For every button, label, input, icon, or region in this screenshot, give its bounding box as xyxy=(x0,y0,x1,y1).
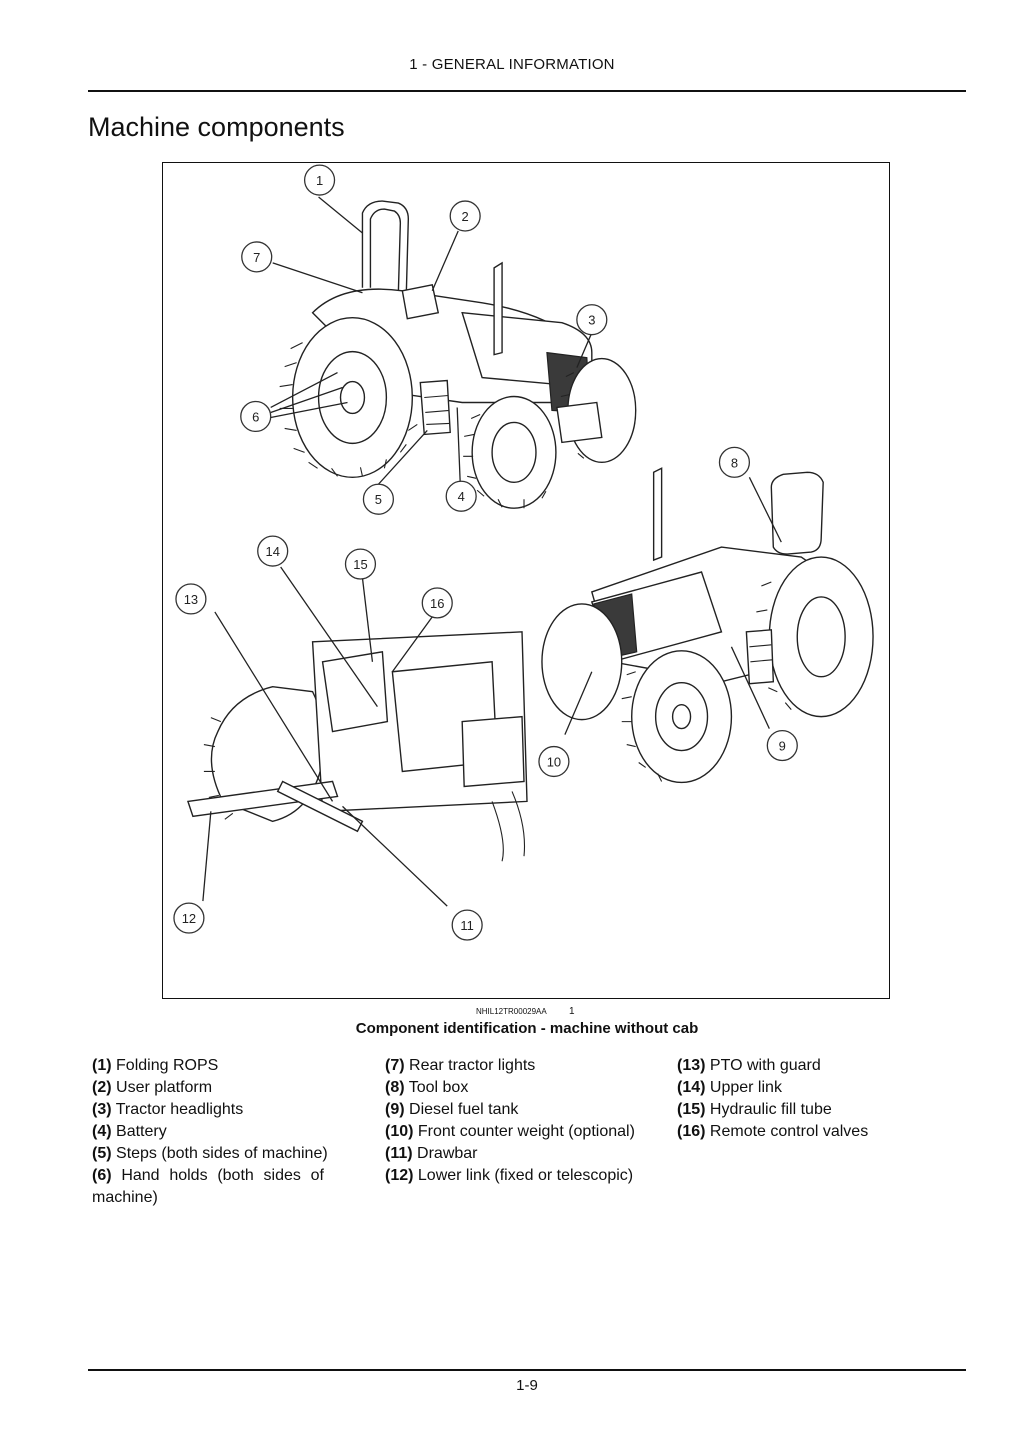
svg-text:4: 4 xyxy=(458,489,465,504)
callout-5: 5 xyxy=(362,483,395,515)
legend-item: (8) Tool box xyxy=(385,1079,469,1096)
callout-13: 13 xyxy=(175,583,207,615)
svg-text:7: 7 xyxy=(253,250,260,265)
section-header: 1 - GENERAL INFORMATION xyxy=(409,56,615,73)
legend-item: (16) Remote control valves xyxy=(677,1123,869,1140)
svg-text:6: 6 xyxy=(252,409,259,424)
svg-text:1: 1 xyxy=(316,173,323,188)
svg-text:13: 13 xyxy=(184,592,198,607)
svg-text:10: 10 xyxy=(547,754,561,769)
callout-14: 14 xyxy=(257,535,289,567)
callout-16: 16 xyxy=(421,587,453,619)
svg-text:5: 5 xyxy=(375,492,382,507)
callout-2: 2 xyxy=(449,200,481,232)
legend-item: (7) Rear tractor lights xyxy=(385,1057,536,1074)
callout-10: 10 xyxy=(538,745,570,778)
tractor-illustration: 1 2 3 4 5 6 7 8 9 10 11 12 13 14 15 16 xyxy=(173,164,874,941)
svg-text:3: 3 xyxy=(588,313,595,328)
svg-text:9: 9 xyxy=(779,739,786,754)
legend-item: (5) Steps (both sides of machine) xyxy=(92,1145,328,1162)
legend-column-3: (13) PTO with guard (14) Upper link (15)… xyxy=(677,1055,868,1143)
callout-7: 7 xyxy=(241,241,273,273)
callout-6: 6 xyxy=(240,400,272,433)
callout-4: 4 xyxy=(445,480,477,512)
upper-tractor-drawing xyxy=(279,200,637,509)
callout-8: 8 xyxy=(718,446,751,478)
lower-tractor-drawing xyxy=(541,467,874,784)
legend-item: (9) Diesel fuel tank xyxy=(385,1101,519,1118)
svg-text:12: 12 xyxy=(182,911,196,926)
legend-item: (11) Drawbar xyxy=(385,1145,478,1162)
callout-11: 11 xyxy=(451,909,483,941)
svg-text:8: 8 xyxy=(731,455,738,470)
legend-item: (2) User platform xyxy=(92,1079,213,1096)
legend-column-1: (1) Folding ROPS (2) User platform (3) T… xyxy=(92,1055,328,1209)
legend-item: (15) Hydraulic fill tube xyxy=(677,1101,832,1118)
page-number: 1-9 xyxy=(516,1377,538,1394)
figure-caption: Component identification - machine witho… xyxy=(355,1020,699,1037)
component-figure: 1 2 3 4 5 6 7 8 9 10 11 12 13 14 15 16 xyxy=(162,162,890,999)
legend-column-2: (7) Rear tractor lights (8) Tool box (9)… xyxy=(385,1055,635,1187)
callout-15: 15 xyxy=(344,548,377,580)
svg-text:11: 11 xyxy=(460,918,473,933)
legend-item: (1) Folding ROPS xyxy=(92,1057,219,1074)
svg-text:16: 16 xyxy=(430,596,444,611)
legend-item: (13) PTO with guard xyxy=(677,1057,821,1074)
svg-text:14: 14 xyxy=(265,544,279,559)
figure-number: 1 xyxy=(569,1006,575,1017)
legend-item: (10) Front counter weight (optional) xyxy=(385,1123,635,1140)
legend-item: (4) Battery xyxy=(92,1123,167,1140)
svg-text:15: 15 xyxy=(353,557,367,572)
legend-item: (3) Tractor headlights xyxy=(92,1101,244,1118)
legend-item: (14) Upper link xyxy=(677,1079,782,1096)
figure-image-id: NHIL12TR00029AA xyxy=(476,1007,547,1016)
hitch-detail-drawing xyxy=(187,631,528,862)
page-title: Machine components xyxy=(88,112,345,142)
header-divider xyxy=(88,90,966,92)
leader-lines xyxy=(202,196,782,907)
legend-item: (6) Hand holds (both sides of machine) xyxy=(92,1167,324,1206)
callout-3: 3 xyxy=(576,304,608,336)
callout-9: 9 xyxy=(766,729,798,762)
svg-text:2: 2 xyxy=(462,209,469,224)
footer-divider xyxy=(88,1369,966,1371)
callout-1: 1 xyxy=(303,164,336,196)
callout-12: 12 xyxy=(173,902,205,934)
legend-item: (12) Lower link (fixed or telescopic) xyxy=(385,1167,634,1184)
